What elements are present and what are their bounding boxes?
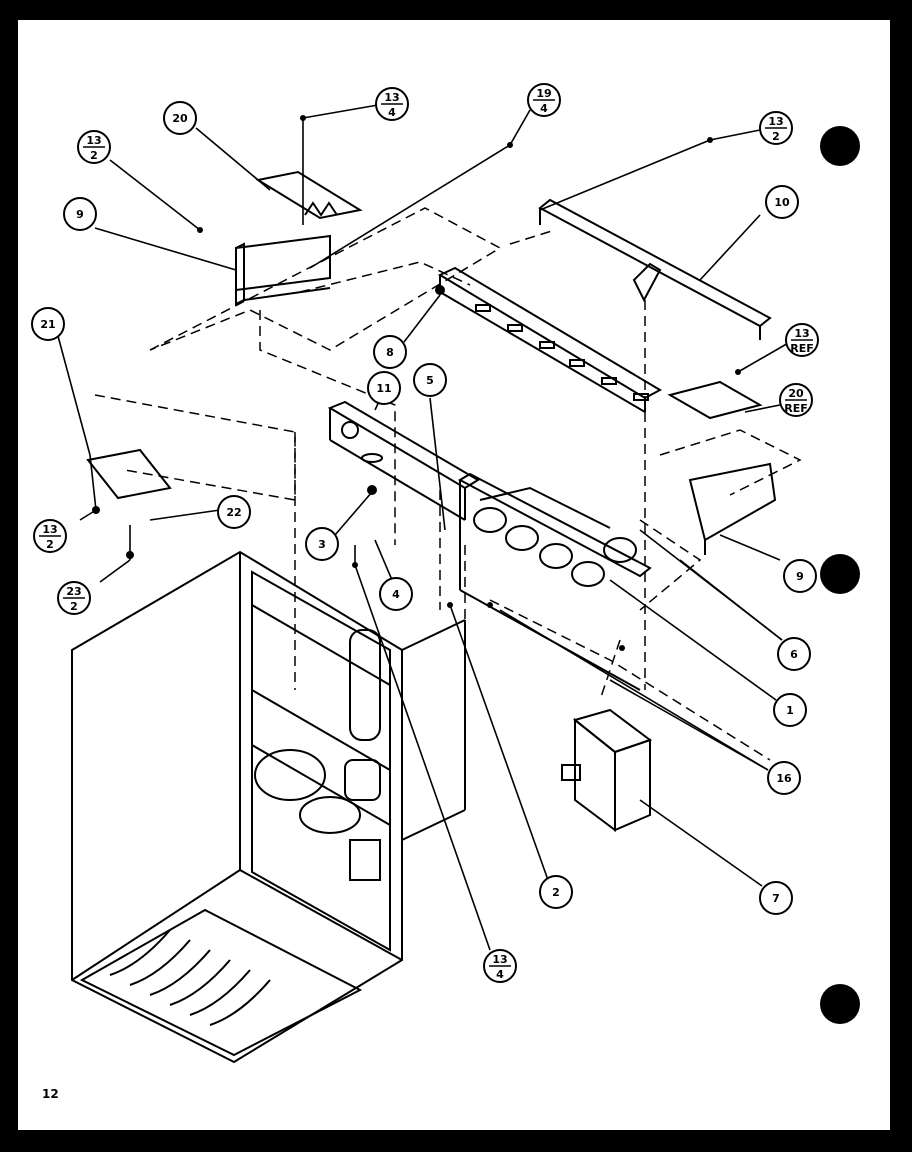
cam-bracket xyxy=(437,266,663,413)
callout-c6: 6 xyxy=(777,637,811,671)
callout-c10: 10 xyxy=(765,185,799,219)
callout-c1: 1 xyxy=(773,693,807,727)
registration-mark-middle xyxy=(820,554,860,594)
callout-c13-4b: 134 xyxy=(483,949,517,983)
callout-c13-2a: 132 xyxy=(759,111,793,145)
callout-label: 7 xyxy=(772,892,780,905)
callout-circle xyxy=(373,335,407,369)
callout-label: 1 xyxy=(786,704,794,717)
exploded-parts-diagram: 2013419413213291013REF811520REF212213223… xyxy=(31,83,860,1101)
callout-leader-lines xyxy=(57,104,791,951)
callout-denominator: REF xyxy=(790,342,814,355)
callout-c13-2b: 132 xyxy=(77,130,111,164)
callout-label: 20 xyxy=(172,112,188,125)
callout-denominator: 4 xyxy=(496,968,504,981)
cabinet-housing xyxy=(71,550,466,1064)
registration-mark-bottom xyxy=(820,984,860,1024)
callout-c11: 11 xyxy=(367,371,401,405)
page-number: 12 xyxy=(42,1087,59,1101)
switch-assembly xyxy=(457,472,652,691)
callout-label: 2 xyxy=(552,886,560,899)
callout-numerator: 20 xyxy=(788,387,804,400)
callout-c13-2c: 132 xyxy=(33,519,67,553)
callout-c9b: 9 xyxy=(783,559,817,593)
callout-circle xyxy=(783,559,817,593)
callout-c2: 2 xyxy=(539,875,573,909)
callout-circle xyxy=(367,371,401,405)
callout-c4: 4 xyxy=(379,577,413,611)
callout-label: 10 xyxy=(774,196,790,209)
callout-numerator: 13 xyxy=(492,953,507,966)
actuator-channel xyxy=(327,400,480,521)
callout-denominator: 2 xyxy=(772,130,780,143)
callout-numerator: 13 xyxy=(384,91,399,104)
callout-c13-4a: 134 xyxy=(375,87,409,121)
callout-circle xyxy=(759,881,793,915)
callout-circle xyxy=(305,527,339,561)
callout-denominator: 2 xyxy=(90,149,98,162)
callout-numerator: 13 xyxy=(42,523,57,536)
callout-numerator: 13 xyxy=(794,327,809,340)
callout-numerator: 19 xyxy=(536,87,551,100)
callout-circle xyxy=(31,307,65,341)
callout-c3: 3 xyxy=(305,527,339,561)
callout-label: 11 xyxy=(376,382,391,395)
mounting-rail xyxy=(538,198,772,340)
callout-circle xyxy=(777,637,811,671)
callout-label: 5 xyxy=(426,374,434,387)
callout-c5: 5 xyxy=(413,363,447,397)
callout-circle xyxy=(413,363,447,397)
callout-circle xyxy=(773,693,807,727)
callout-bubbles: 2013419413213291013REF811520REF212213223… xyxy=(31,83,819,983)
relay-box xyxy=(561,708,653,832)
callout-c22: 22 xyxy=(217,495,251,529)
callout-label: 3 xyxy=(318,538,326,551)
callout-circle xyxy=(379,577,413,611)
callout-numerator: 13 xyxy=(768,115,783,128)
mounting-bracket-right xyxy=(667,380,777,555)
callout-circle xyxy=(767,761,801,795)
callout-label: 6 xyxy=(790,648,798,661)
callout-c9a: 9 xyxy=(63,197,97,231)
callout-label: 16 xyxy=(776,772,792,785)
callout-c23-2: 232 xyxy=(57,581,91,615)
callout-c7: 7 xyxy=(759,881,793,915)
callout-label: 9 xyxy=(76,208,84,221)
callout-circle xyxy=(63,197,97,231)
callout-label: 9 xyxy=(796,570,804,583)
mounting-bracket-left xyxy=(235,170,363,306)
callout-numerator: 13 xyxy=(86,134,101,147)
callout-denominator: 4 xyxy=(388,106,396,119)
callout-label: 4 xyxy=(392,588,400,601)
callout-c16: 16 xyxy=(767,761,801,795)
assembly-guide-lines xyxy=(94,207,802,810)
callout-circle xyxy=(217,495,251,529)
switch-shield xyxy=(86,448,172,500)
callout-numerator: 23 xyxy=(66,585,81,598)
callout-denominator: 2 xyxy=(70,600,78,613)
callout-label: 22 xyxy=(226,506,241,519)
fastener-points xyxy=(92,115,741,651)
callout-denominator: REF xyxy=(784,402,808,415)
callout-c8: 8 xyxy=(373,335,407,369)
callout-c20a: 20 xyxy=(163,101,197,135)
callout-circle xyxy=(539,875,573,909)
callout-denominator: 2 xyxy=(46,538,54,551)
callout-circle xyxy=(765,185,799,219)
callout-denominator: 4 xyxy=(540,102,548,115)
registration-mark-top xyxy=(820,126,860,166)
callout-c19-4: 194 xyxy=(527,83,561,117)
callout-c21: 21 xyxy=(31,307,65,341)
callout-label: 8 xyxy=(386,346,394,359)
callout-circle xyxy=(163,101,197,135)
callout-label: 21 xyxy=(40,318,55,331)
